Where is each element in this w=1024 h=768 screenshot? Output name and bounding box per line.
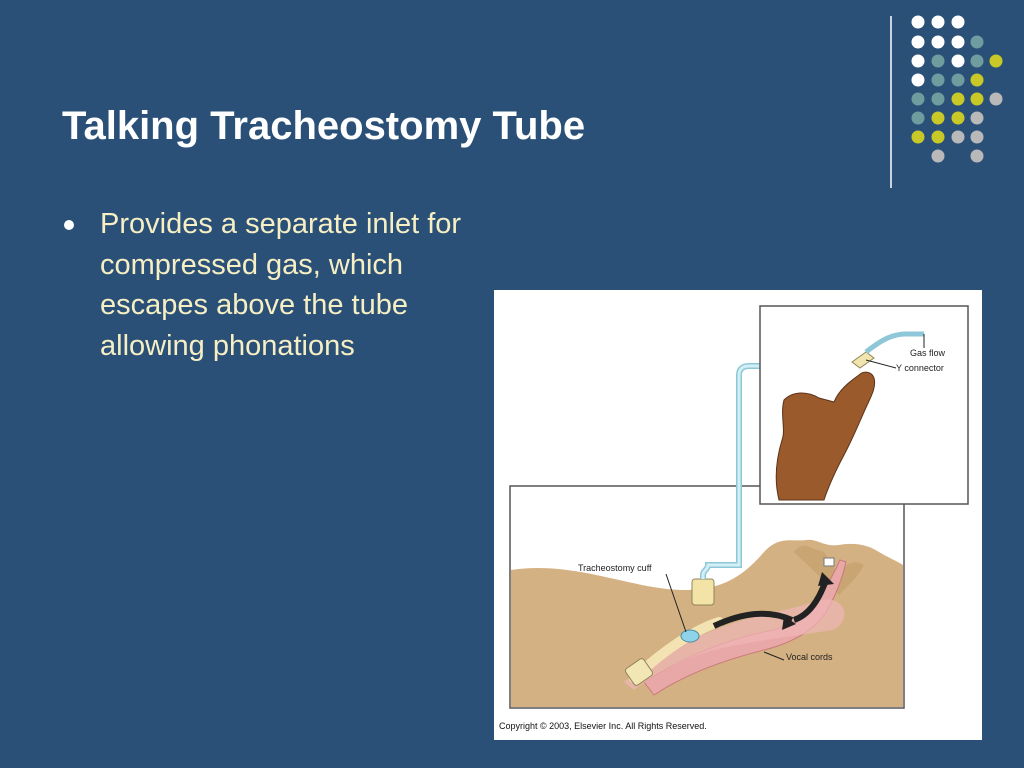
decorative-dot — [951, 54, 965, 68]
teeth — [823, 557, 835, 567]
decorative-dot — [989, 54, 1003, 68]
decorative-dot — [989, 92, 1003, 106]
decorative-dot — [970, 92, 984, 106]
decorative-dot — [911, 15, 925, 29]
decorative-dot — [931, 130, 945, 144]
y-connector-leader-line — [865, 359, 897, 369]
decorative-dot — [970, 54, 984, 68]
decorative-dot — [951, 73, 965, 87]
decorative-dot — [911, 54, 925, 68]
gas-flow-tube — [864, 331, 924, 354]
bullet-icon — [64, 220, 74, 230]
decorative-dot — [931, 111, 945, 125]
hand-drawing — [775, 371, 876, 501]
decorative-dot — [951, 92, 965, 106]
face-profile — [794, 545, 864, 595]
decorative-dot — [931, 92, 945, 106]
decorative-dot — [951, 111, 965, 125]
decorative-dot — [951, 130, 965, 144]
illustration-drawing — [509, 305, 969, 709]
decorative-dot — [911, 111, 925, 125]
decorative-vertical-line — [890, 16, 892, 188]
decorative-dot — [931, 54, 945, 68]
vocal-cords-leader-line — [763, 651, 785, 661]
decorative-dot — [911, 73, 925, 87]
airflow-arrowhead-2 — [782, 616, 796, 630]
decorative-dot — [931, 35, 945, 49]
decorative-dot — [931, 73, 945, 87]
neck-connector — [691, 578, 715, 606]
decorative-dot-grid — [911, 15, 1003, 163]
tracheostomy-illustration: Gas flow Y connector Tracheostomy cuff V… — [494, 290, 982, 740]
decorative-dot — [970, 130, 984, 144]
copyright-notice: Copyright © 2003, Elsevier Inc. All Righ… — [499, 721, 707, 731]
decorative-dot — [951, 35, 965, 49]
decorative-dot — [911, 92, 925, 106]
airflow-arrowhead — [818, 572, 834, 586]
decorative-dot — [951, 15, 965, 29]
y-connector-shape — [851, 351, 875, 369]
cuff-leader-line — [665, 573, 687, 633]
tube-flange — [624, 658, 654, 686]
tracheostomy-cuff-shape — [680, 629, 700, 643]
y-connector-label: Y connector — [896, 363, 944, 373]
decorative-dot — [970, 35, 984, 49]
decorative-dot — [970, 111, 984, 125]
decorative-dot — [931, 149, 945, 163]
decorative-dot — [911, 130, 925, 144]
bullet-text: Provides a separate inlet for compressed… — [100, 208, 462, 362]
slide-title: Talking Tracheostomy Tube — [62, 104, 586, 148]
decorative-dot — [970, 73, 984, 87]
bullet-list: Provides a separate inlet for compressed… — [62, 204, 492, 366]
decorative-dot — [970, 149, 984, 163]
tracheostomy-cuff-label: Tracheostomy cuff — [578, 563, 652, 573]
vocal-cords-label: Vocal cords — [786, 652, 833, 662]
gas-flow-label: Gas flow — [910, 348, 946, 358]
decorative-dot — [931, 15, 945, 29]
decorative-dot — [911, 35, 925, 49]
bullet-item: Provides a separate inlet for compressed… — [62, 204, 492, 366]
